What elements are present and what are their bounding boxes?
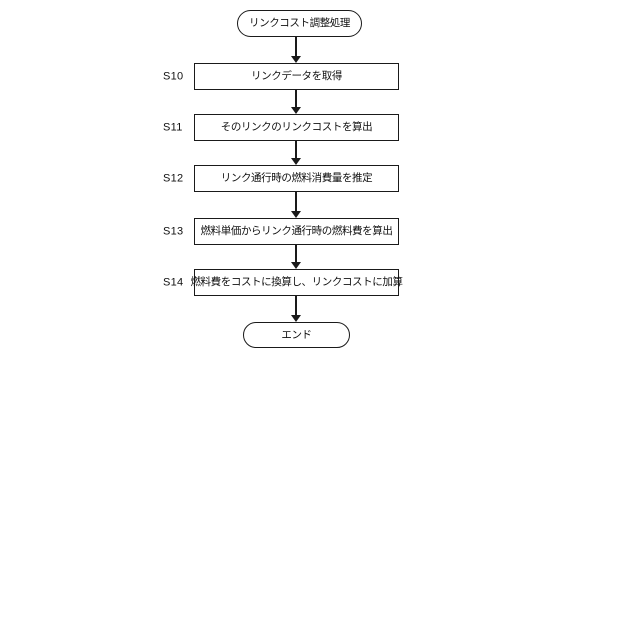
flow-step-row: S12 リンク通行時の燃料消費量を推定: [0, 165, 640, 192]
step-id-label: S10: [163, 70, 184, 82]
start-terminal-node: リンクコスト調整処理: [237, 10, 362, 37]
process-box: 燃料単価からリンク通行時の燃料費を算出: [194, 218, 399, 245]
down-arrow: [289, 192, 303, 218]
step-id-label: S13: [163, 225, 184, 237]
down-arrow: [289, 296, 303, 322]
flow-step-row: S10 リンクデータを取得: [0, 63, 640, 90]
process-label: そのリンクのリンクコストを算出: [220, 121, 373, 134]
arrow-head-icon: [291, 158, 301, 165]
arrow-shaft: [295, 296, 297, 317]
end-terminal-node: エンド: [243, 322, 350, 348]
start-node-label: リンクコスト調整処理: [249, 17, 350, 30]
flow-step-row: S13 燃料単価からリンク通行時の燃料費を算出: [0, 218, 640, 245]
down-arrow: [289, 141, 303, 165]
flow-step-row: S14 燃料費をコストに換算し、リンクコストに加算: [0, 269, 640, 296]
arrow-shaft: [295, 90, 297, 109]
down-arrow: [289, 90, 303, 114]
process-box: リンクデータを取得: [194, 63, 399, 90]
flow-step-row: S11 そのリンクのリンクコストを算出: [0, 114, 640, 141]
end-node-label: エンド: [281, 328, 312, 341]
arrow-head-icon: [291, 56, 301, 63]
arrow-shaft: [295, 37, 297, 58]
process-label: 燃料費をコストに換算し、リンクコストに加算: [190, 276, 403, 289]
step-id-label: S11: [163, 121, 183, 133]
arrow-head-icon: [291, 107, 301, 114]
down-arrow: [289, 245, 303, 269]
process-box: 燃料費をコストに換算し、リンクコストに加算: [190, 269, 403, 296]
arrow-shaft: [295, 192, 297, 213]
process-label: リンク通行時の燃料消費量を推定: [220, 172, 373, 185]
arrow-head-icon: [291, 262, 301, 269]
process-box: リンク通行時の燃料消費量を推定: [194, 165, 399, 192]
process-box: そのリンクのリンクコストを算出: [194, 114, 399, 141]
down-arrow: [289, 37, 303, 63]
step-id-label: S12: [163, 172, 184, 184]
arrow-shaft: [295, 141, 297, 160]
step-id-label: S14: [163, 276, 184, 288]
process-label: 燃料単価からリンク通行時の燃料費を算出: [200, 225, 393, 238]
arrow-head-icon: [291, 315, 301, 322]
process-label: リンクデータを取得: [251, 70, 342, 83]
arrow-shaft: [295, 245, 297, 264]
arrow-head-icon: [291, 211, 301, 218]
